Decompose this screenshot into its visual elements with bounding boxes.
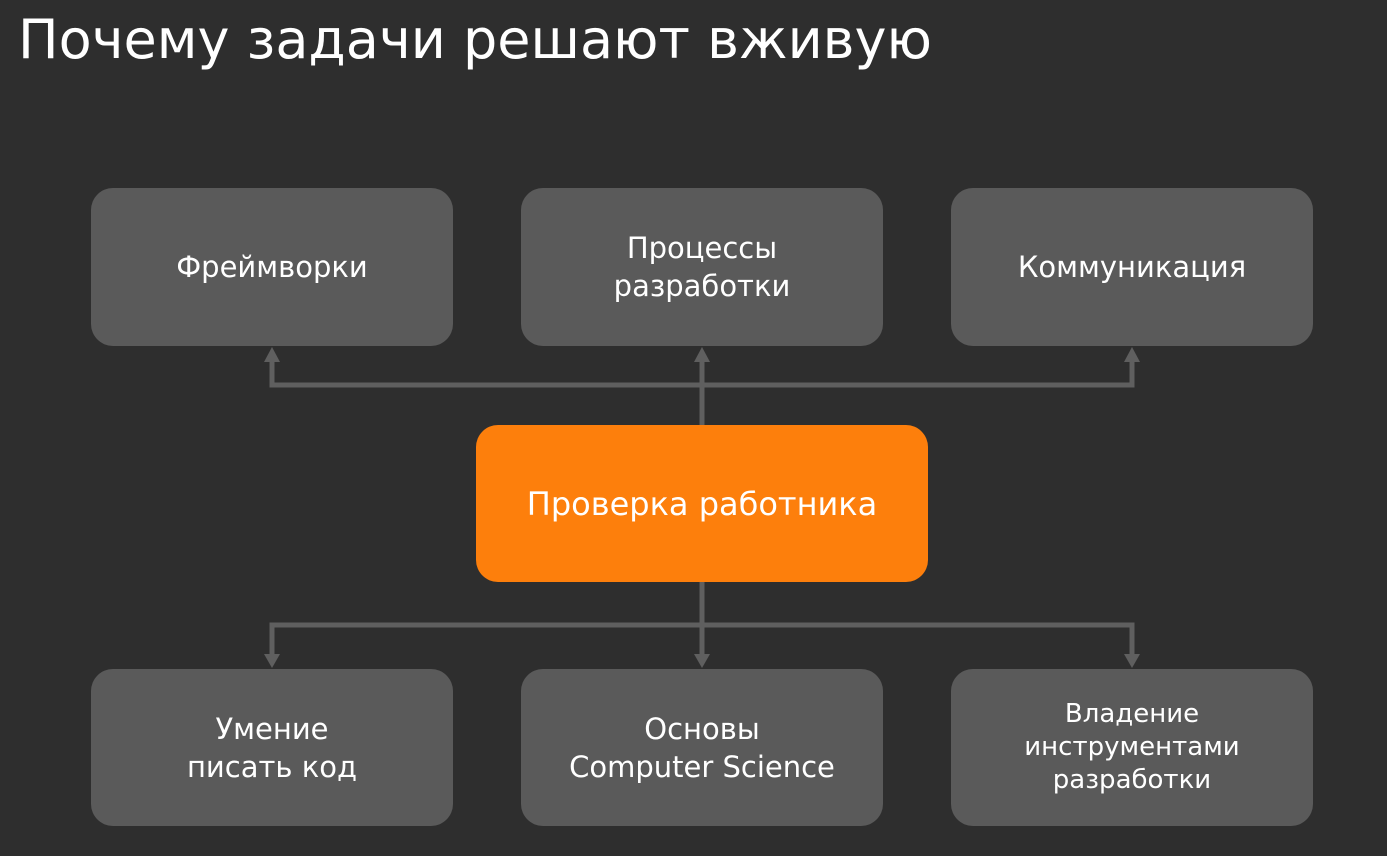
node-dev-processes-label: Процессы разработки xyxy=(613,231,791,303)
node-dev-tools-label: Владение инструментами разработки xyxy=(1024,699,1240,795)
node-dev-tools: Владение инструментами разработки xyxy=(951,669,1313,826)
node-communication: Коммуникация xyxy=(951,188,1313,346)
arrow-down-right xyxy=(1124,654,1140,668)
node-communication-label: Коммуникация xyxy=(1017,250,1247,284)
node-cs-basics: Основы Computer Science xyxy=(521,669,883,826)
slide-title: Почему задачи решают вживую xyxy=(18,8,932,71)
arrow-up-right xyxy=(1124,347,1140,362)
arrow-down-left xyxy=(264,654,280,668)
node-frameworks: Фреймворки xyxy=(91,188,453,346)
arrow-up-left xyxy=(264,347,280,362)
arrow-down-center xyxy=(694,654,710,668)
node-dev-processes: Процессы разработки xyxy=(521,188,883,346)
node-cs-basics-label: Основы Computer Science xyxy=(569,711,835,784)
arrow-up-center xyxy=(694,347,710,362)
node-frameworks-label: Фреймворки xyxy=(176,250,368,284)
connector-top-bus xyxy=(269,362,1135,388)
node-coding-skill-label: Умение писать код xyxy=(186,711,358,784)
connector-bottom-bus xyxy=(269,622,1135,654)
node-employee-check-label: Проверка работника xyxy=(526,484,878,523)
node-coding-skill: Умение писать код xyxy=(91,669,453,826)
node-employee-check: Проверка работника xyxy=(476,425,928,582)
